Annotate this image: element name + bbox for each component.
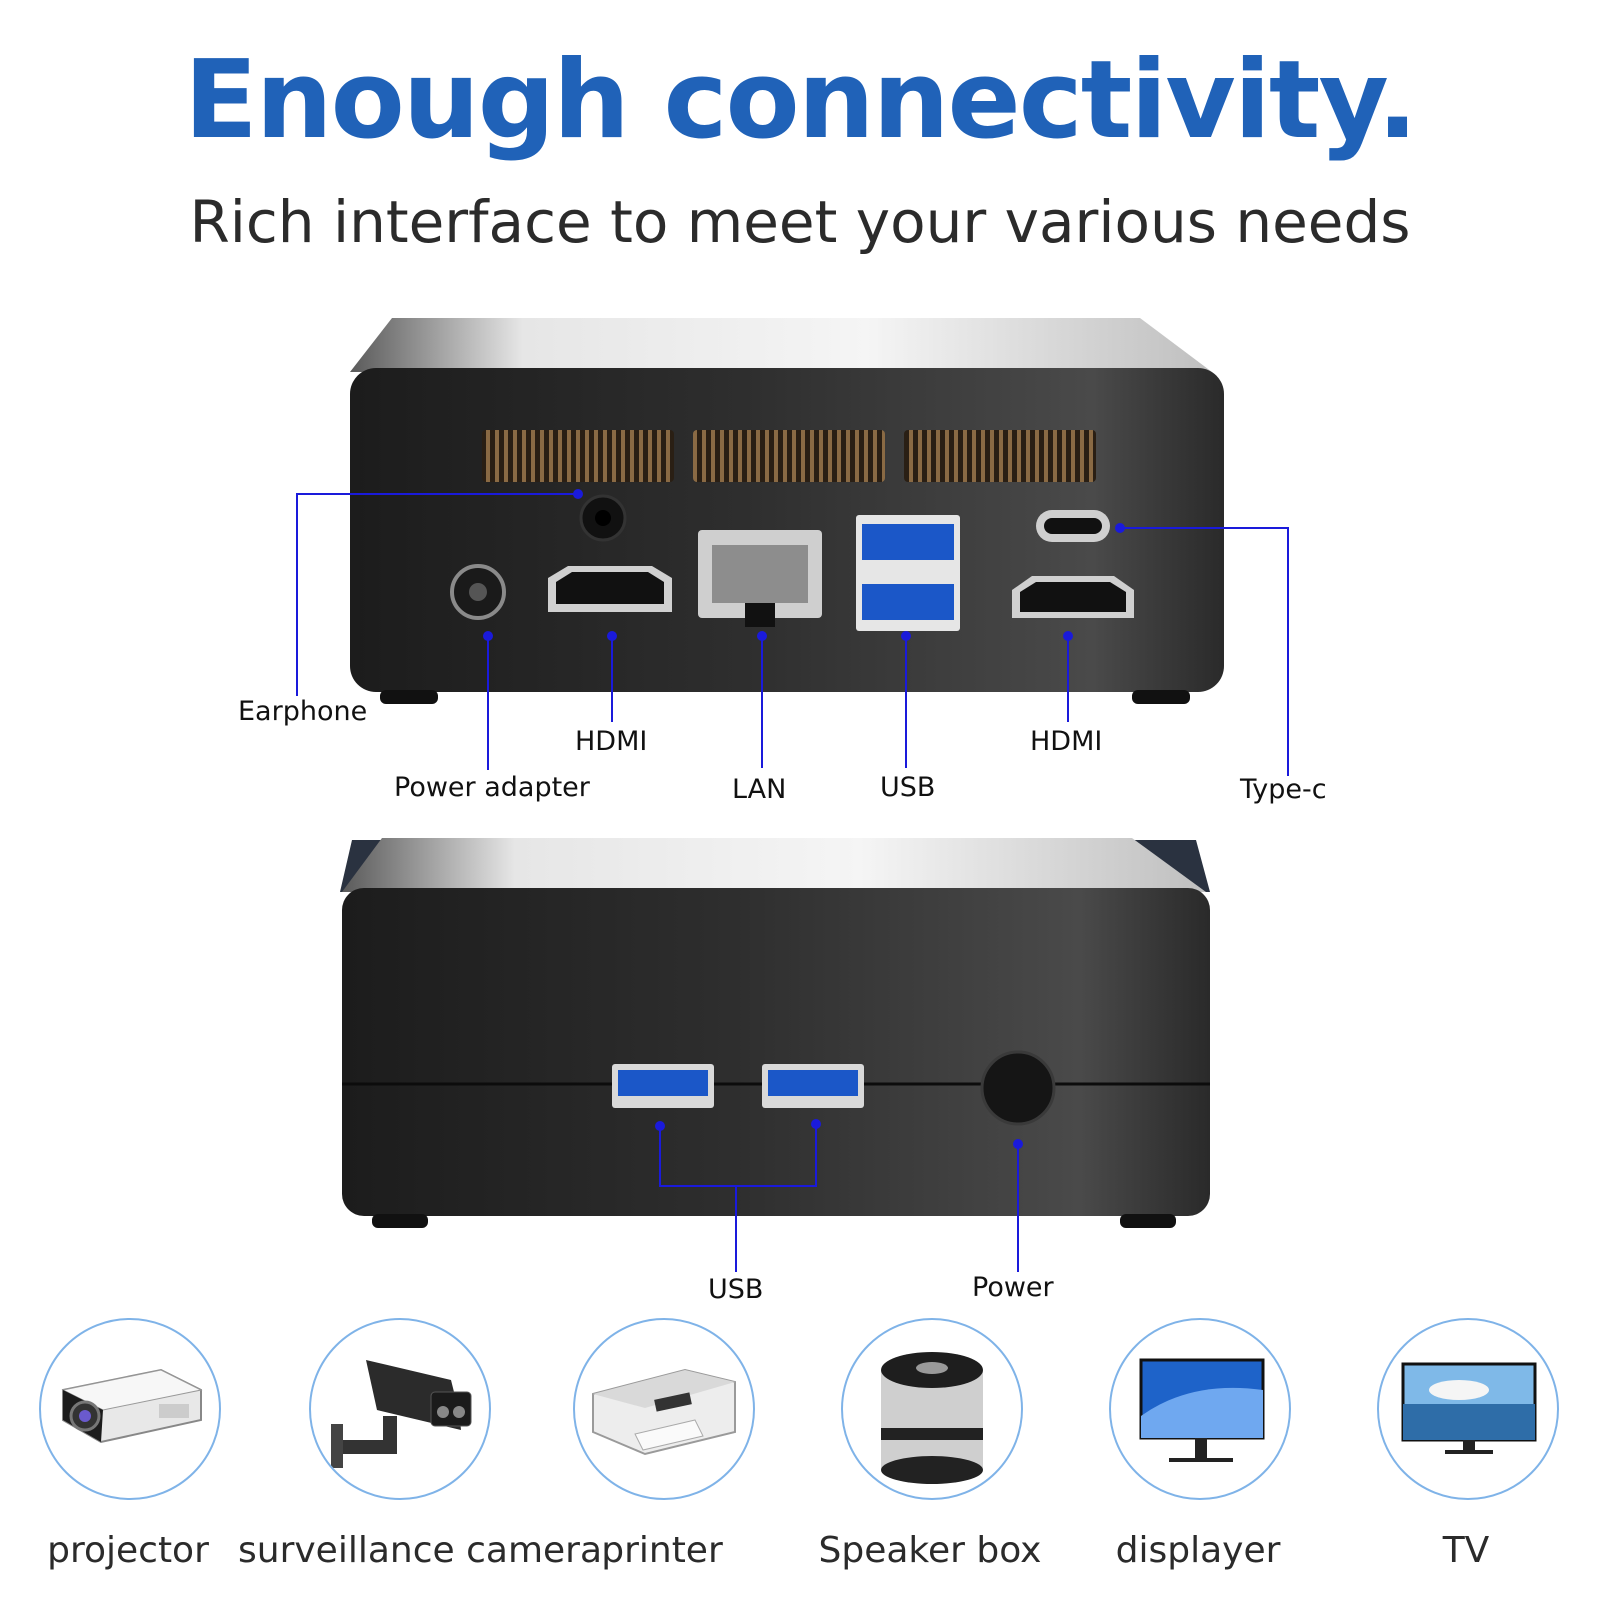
mini-pc-illustration	[296, 318, 1289, 1272]
label-usb-rear: USB	[880, 772, 936, 803]
vent-3	[904, 430, 1096, 482]
label-earphone: Earphone	[238, 696, 368, 727]
front-callout-lines	[659, 1124, 1019, 1272]
page-subtitle: Rich interface to meet your various need…	[189, 188, 1411, 256]
speaker-icon	[841, 1318, 1023, 1500]
rear-foot-right	[1132, 690, 1190, 704]
label-power: Power	[972, 1272, 1054, 1303]
power-button-icon	[980, 1050, 1056, 1126]
label-usb-front: USB	[708, 1274, 764, 1305]
printer-icon	[573, 1318, 755, 1500]
device-label-surveillance-camera: surveillance camera	[238, 1530, 603, 1571]
device-label-projector: projector	[47, 1530, 209, 1571]
label-type-c: Type-c	[1240, 774, 1327, 805]
device-label-printer: printer	[601, 1530, 723, 1571]
label-power-adapter: Power adapter	[394, 772, 590, 803]
page-title: Enough connectivity.	[183, 38, 1418, 163]
label-lan: LAN	[732, 774, 787, 805]
rear-callout-lines	[296, 493, 1289, 776]
vent-1	[482, 430, 674, 482]
rear-foot-left	[380, 690, 438, 704]
vent-2	[693, 430, 885, 482]
front-view	[340, 838, 1210, 1272]
camera-icon	[309, 1318, 491, 1500]
monitor-icon	[1109, 1318, 1291, 1500]
label-hdmi-1: HDMI	[575, 726, 648, 757]
rear-top-surface	[350, 318, 1212, 372]
rear-view	[296, 318, 1289, 776]
device-label-tv: TV	[1442, 1530, 1490, 1571]
front-body	[342, 888, 1210, 1216]
device-label-speaker-box: Speaker box	[818, 1530, 1042, 1571]
projector-icon	[39, 1318, 221, 1500]
front-foot-right	[1120, 1214, 1176, 1228]
tv-icon	[1377, 1318, 1559, 1500]
front-top-surface	[342, 838, 1206, 892]
label-hdmi-2: HDMI	[1030, 726, 1103, 757]
front-foot-left	[372, 1214, 428, 1228]
device-label-displayer: displayer	[1115, 1530, 1281, 1571]
